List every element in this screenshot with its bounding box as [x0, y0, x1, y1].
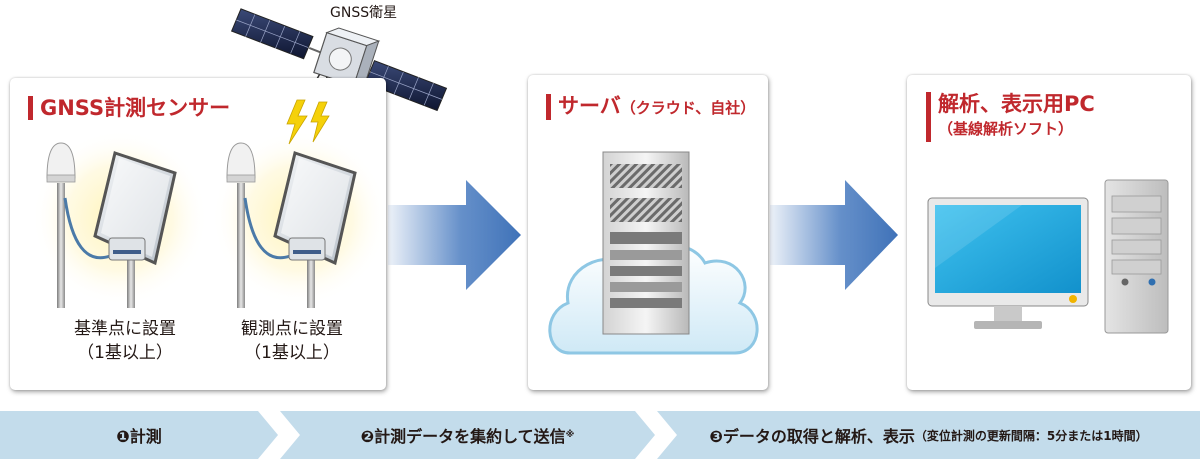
reference-caption-line2: （1基以上） [77, 343, 173, 363]
observation-caption-line1: 観測点に設置 [241, 319, 343, 339]
cloud-server-icon [548, 151, 759, 355]
flow-arrow-icon [388, 180, 521, 290]
step-aggregate-label: ❷計測データを集約して送信 [360, 427, 566, 446]
pc-title-line2: （基線解析ソフト） [938, 120, 1074, 138]
flow-arrow-icon [770, 180, 898, 290]
sensor-panel-title: GNSS計測センサー [28, 96, 230, 120]
step-measure: ❶計測 [0, 411, 278, 459]
gnss-satellite-icon [230, 8, 448, 112]
server-panel-title: サーバ（クラウド、自社） [546, 94, 755, 120]
desktop-pc-icon [927, 179, 1169, 334]
step-analyze-label: ❸データの取得と解析、表示 [709, 427, 915, 446]
reference-caption-line1: 基準点に設置 [74, 319, 176, 339]
observation-caption-line2: （1基以上） [244, 343, 340, 363]
observation-caption: 観測点に設置 （1基以上） [207, 317, 377, 365]
server-title-sub: （クラウド、自社） [620, 99, 756, 117]
step-analyze-display: ❸データの取得と解析、表示（変位計測の更新間隔：5分または1時間） [657, 411, 1200, 459]
pc-title-line1: 解析、表示用PC [938, 92, 1095, 116]
lightning-icon [286, 99, 330, 145]
reference-caption: 基準点に設置 （1基以上） [40, 317, 210, 365]
gnss-sensor-reference-icon [32, 130, 208, 308]
gnss-sensor-observation-icon [212, 130, 388, 308]
step-aggregate-mark: ※ [565, 430, 575, 440]
step-aggregate-send: ❷計測データを集約して送信※ [280, 411, 655, 459]
step-analyze-note: （変位計測の更新間隔：5分または1時間） [914, 428, 1148, 443]
pc-panel-title: 解析、表示用PC （基線解析ソフト） [926, 92, 1095, 142]
step-measure-label: ❶計測 [116, 427, 162, 446]
server-title-main: サーバ [558, 94, 621, 118]
satellite-label: GNSS衛星 [330, 5, 398, 21]
